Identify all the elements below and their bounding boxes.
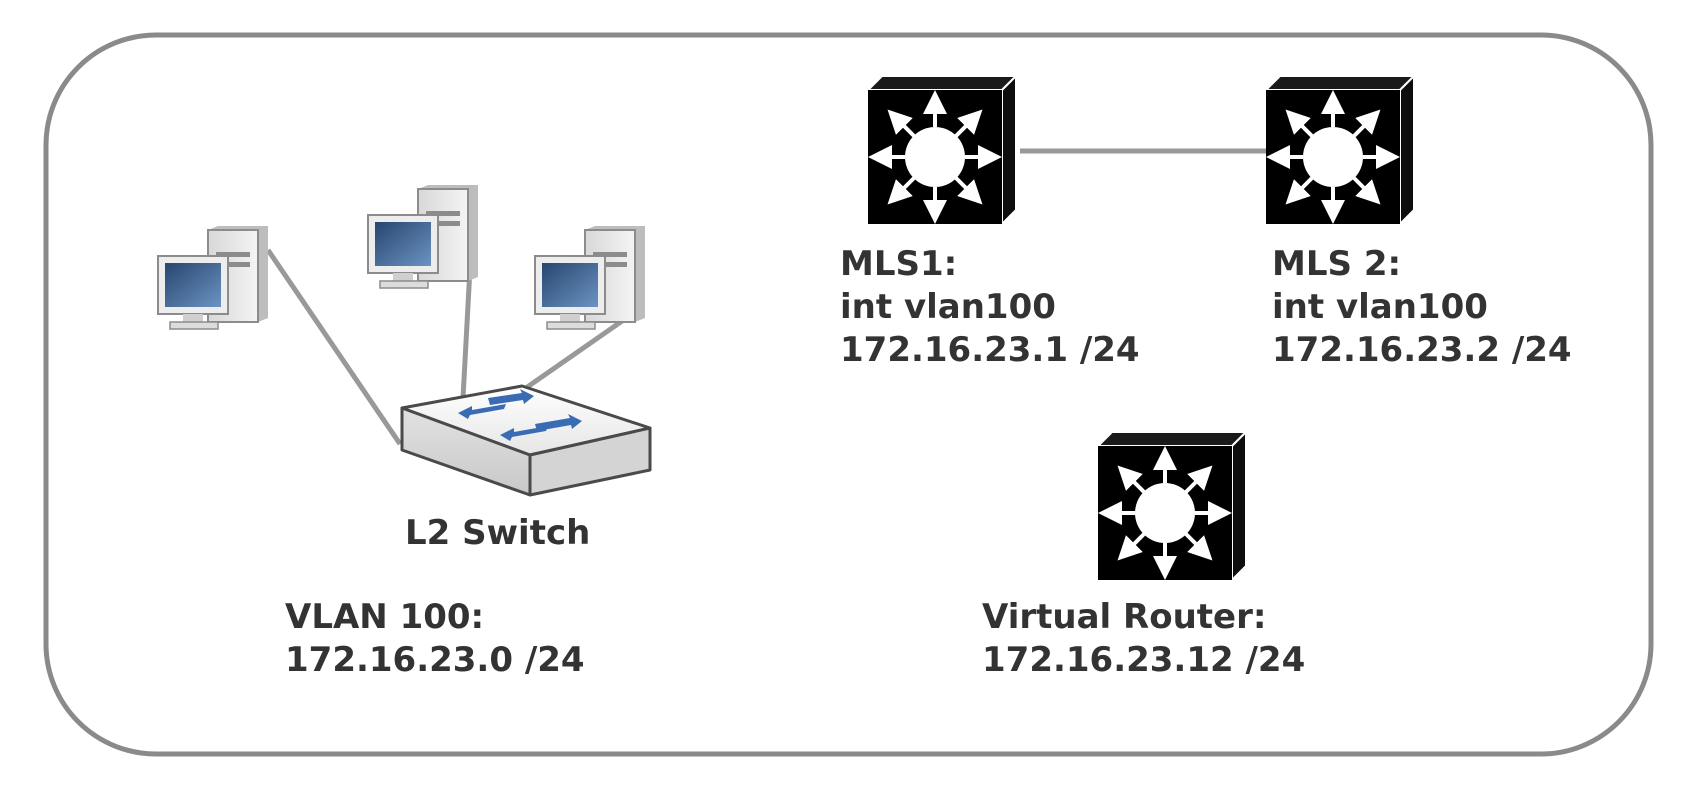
mls2-label-line: MLS 2: xyxy=(1272,244,1402,284)
pc3-icon xyxy=(534,226,645,330)
virtual-router-icon xyxy=(1095,429,1249,583)
l2-switch-icon xyxy=(400,384,652,497)
virtual-router-label-line: Virtual Router: xyxy=(982,597,1267,637)
l2-switch-label-text: L2 Switch xyxy=(405,513,591,553)
mls2-label: MLS 2: int vlan100 172.16.23.2 /24 xyxy=(1272,243,1572,372)
link-pc2-switch xyxy=(460,267,473,399)
vlan-info-label: VLAN 100: 172.16.23.0 /24 xyxy=(285,596,585,682)
link-pc1-switch xyxy=(265,248,403,446)
pc1-icon xyxy=(157,226,268,330)
virtual-router-label: Virtual Router: 172.16.23.12 /24 xyxy=(982,596,1305,682)
vlan-info-line: VLAN 100: xyxy=(285,597,485,637)
pc2-icon xyxy=(367,185,478,289)
mls1-label: MLS1: int vlan100 172.16.23.1 /24 xyxy=(840,243,1140,372)
mls2-label-line: 172.16.23.2 /24 xyxy=(1272,330,1572,370)
mls1-label-line: 172.16.23.1 /24 xyxy=(840,330,1140,370)
link-pc3-switch xyxy=(521,309,637,393)
diagram-boundary xyxy=(43,32,1654,757)
mls1-label-line: int vlan100 xyxy=(840,287,1056,327)
virtual-router-label-line: 172.16.23.12 /24 xyxy=(982,640,1306,680)
mls1-icon xyxy=(865,73,1019,227)
mls1-label-line: MLS1: xyxy=(840,244,958,284)
vlan-info-line: 172.16.23.0 /24 xyxy=(285,640,585,680)
mls2-icon xyxy=(1263,73,1417,227)
mls2-label-line: int vlan100 xyxy=(1272,287,1488,327)
l2-switch-label: L2 Switch xyxy=(405,512,590,555)
